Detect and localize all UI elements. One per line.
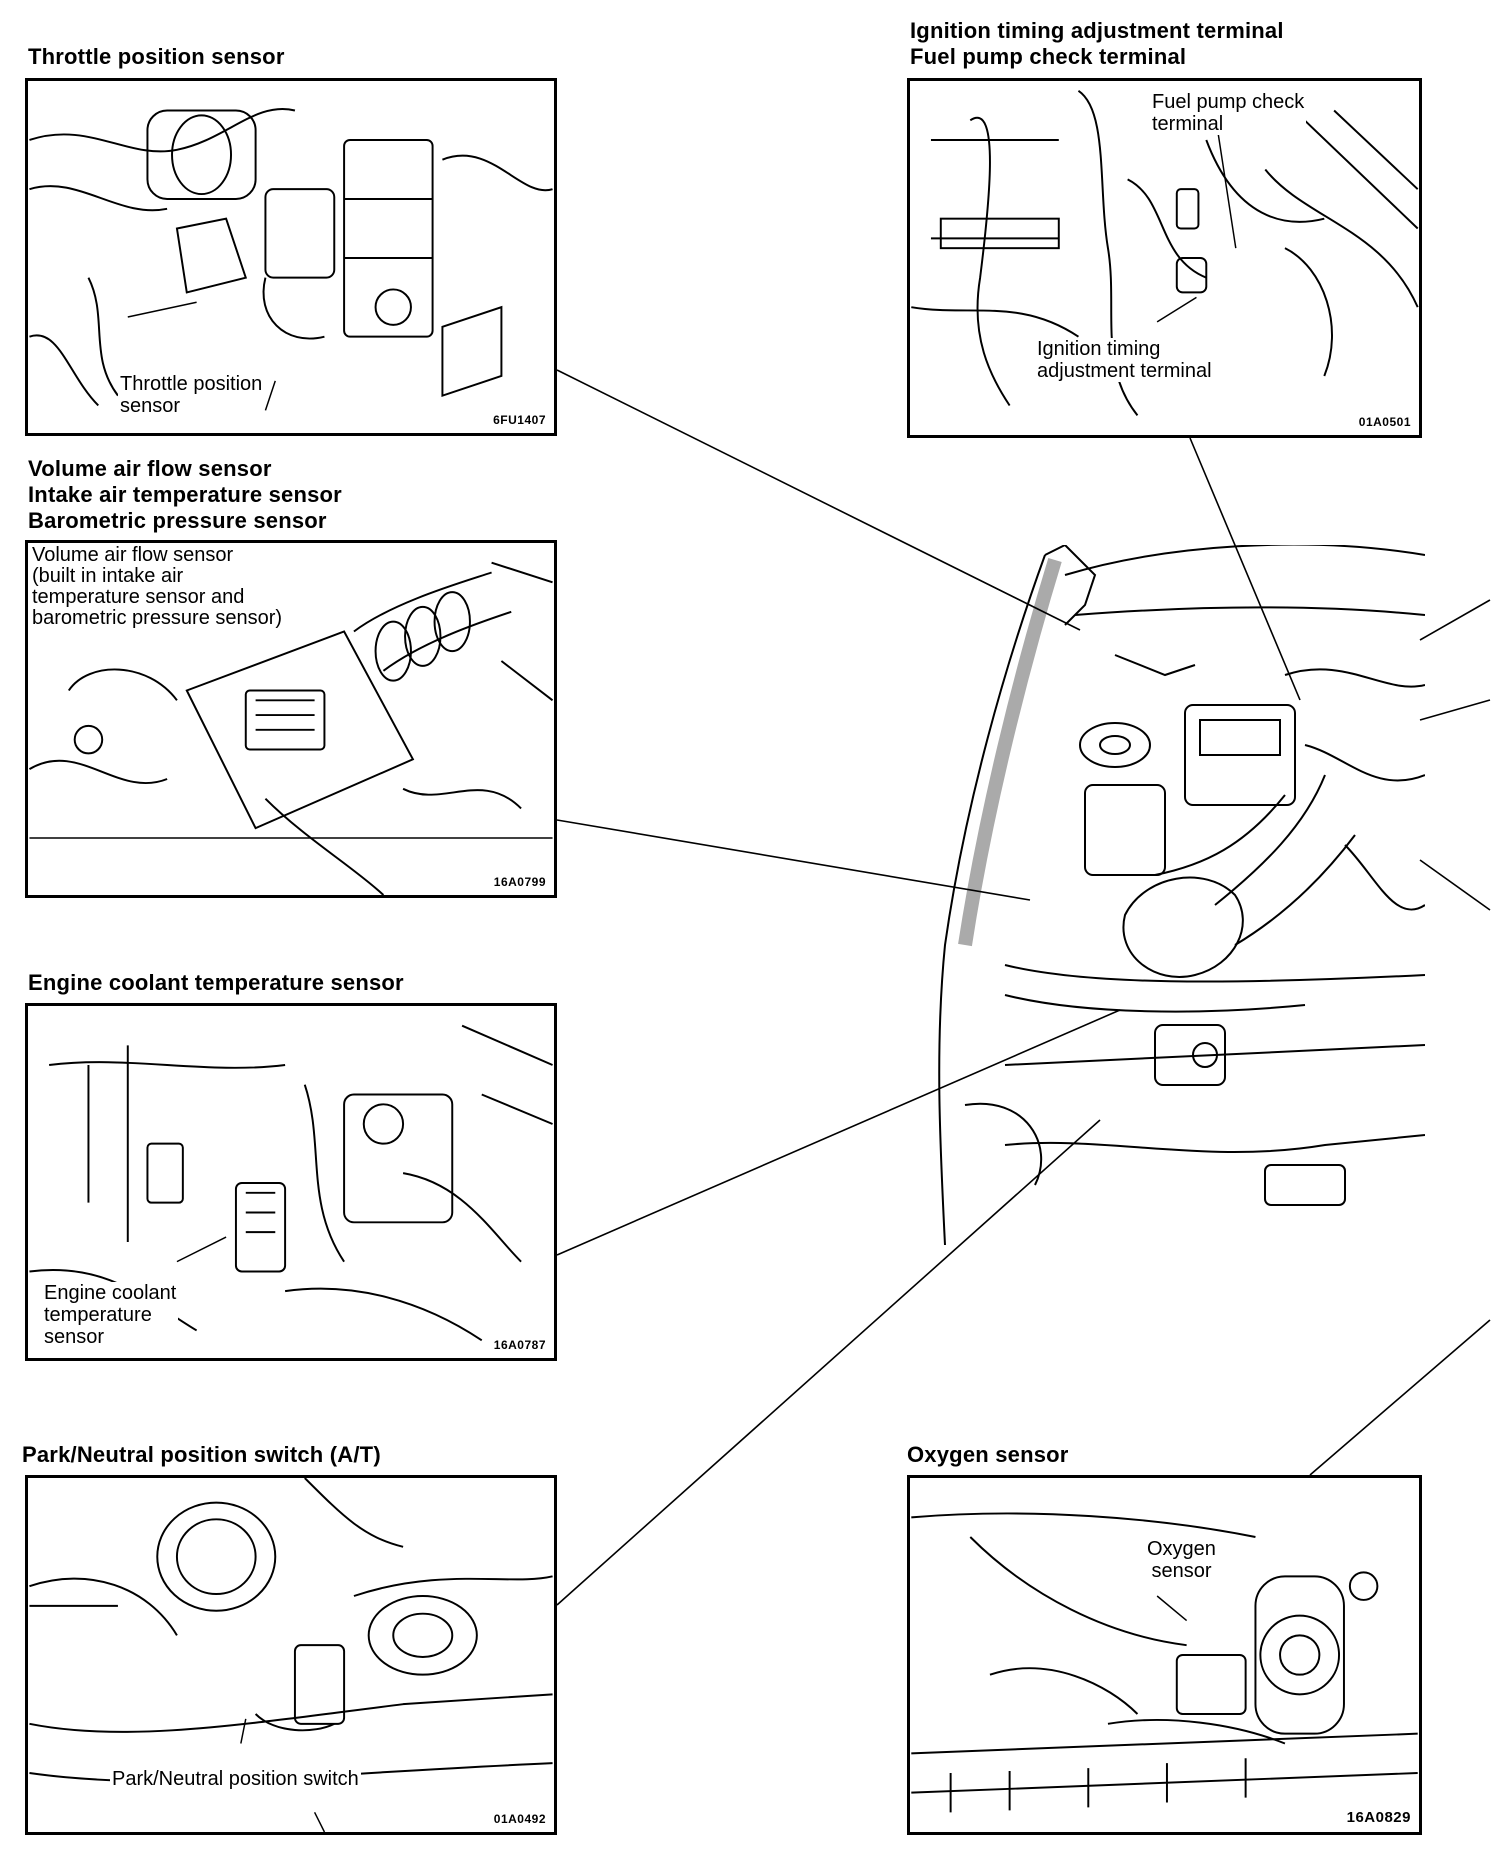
ignition-heading: Ignition timing adjustment terminal Fuel… (910, 18, 1284, 70)
coolant-heading-line: Engine coolant temperature sensor (28, 970, 404, 995)
fuel-pump-callout-line-1: Fuel pump check (1152, 91, 1305, 113)
airflow-callout-line-2: (built in intake air (32, 565, 184, 587)
leader-oxygen (1309, 1319, 1491, 1476)
park-callout-line: Park/Neutral position switch (112, 1768, 359, 1790)
leader-right-3 (1419, 859, 1491, 911)
leader-right-1 (1419, 599, 1491, 641)
coolant-figure-code: 16A0787 (493, 1338, 546, 1352)
ignition-heading-line-2: Fuel pump check terminal (910, 44, 1187, 69)
airflow-panel: Volume air flow sensor (built in intake … (25, 540, 557, 898)
throttle-heading-line: Throttle position sensor (28, 44, 285, 69)
oxygen-callout: Oxygen sensor (1145, 1538, 1218, 1582)
oxygen-figure-code: 16A0829 (1346, 1809, 1411, 1826)
park-figure-code: 01A0492 (493, 1812, 546, 1826)
engine-bay-illustration (938, 545, 1425, 1246)
throttle-callout-line-1: Throttle position (120, 373, 263, 395)
throttle-heading: Throttle position sensor (28, 44, 285, 70)
airflow-callout-line-4: barometric pressure sensor) (32, 607, 283, 629)
coolant-callout: Engine coolant temperature sensor (42, 1282, 179, 1348)
coolant-callout-line-2: temperature (44, 1304, 152, 1326)
coolant-callout-line-3: sensor (44, 1326, 105, 1348)
coolant-illustration (29, 1024, 553, 1342)
oxygen-callout-line-1: Oxygen (1147, 1538, 1216, 1560)
fuel-pump-callout: Fuel pump check terminal (1150, 91, 1307, 135)
throttle-panel: Throttle position sensor 6FU1407 (25, 78, 557, 436)
ignition-timing-callout: Ignition timing adjustment terminal (1035, 338, 1214, 382)
airflow-callout: Volume air flow sensor (built in intake … (30, 544, 285, 629)
ignition-panel: Fuel pump check terminal Ignition timing… (907, 78, 1422, 438)
oxygen-callout-line-2: sensor (1151, 1560, 1212, 1582)
airflow-illustration (28, 561, 554, 895)
park-callout: Park/Neutral position switch (110, 1768, 361, 1790)
fuel-pump-callout-line-2: terminal (1152, 113, 1224, 135)
airflow-callout-line-1: Volume air flow sensor (32, 544, 234, 566)
oxygen-illustration (911, 1512, 1418, 1813)
ignition-heading-line-1: Ignition timing adjustment terminal (910, 18, 1284, 43)
oxygen-panel: Oxygen sensor 16A0829 (907, 1475, 1422, 1835)
ignition-timing-callout-line-2: adjustment terminal (1037, 360, 1212, 382)
oxygen-heading: Oxygen sensor (907, 1442, 1069, 1468)
throttle-callout: Throttle position sensor (118, 373, 265, 417)
airflow-callout-line-3: temperature sensor and (32, 586, 245, 608)
airflow-heading-line-3: Barometric pressure sensor (28, 508, 327, 533)
airflow-heading-line-2: Intake air temperature sensor (28, 482, 342, 507)
throttle-callout-line-2: sensor (120, 395, 181, 417)
park-panel: Park/Neutral position switch 01A0492 (25, 1475, 557, 1835)
coolant-heading: Engine coolant temperature sensor (28, 970, 404, 996)
park-heading: Park/Neutral position switch (A/T) (22, 1442, 381, 1468)
oxygen-heading-line: Oxygen sensor (907, 1442, 1069, 1467)
ignition-figure-code: 01A0501 (1358, 415, 1411, 429)
coolant-callout-line-1: Engine coolant (44, 1282, 177, 1304)
airflow-heading-line-1: Volume air flow sensor (28, 456, 272, 481)
throttle-figure-code: 6FU1407 (493, 413, 546, 427)
coolant-panel: Engine coolant temperature sensor 16A078… (25, 1003, 557, 1361)
ignition-timing-callout-line-1: Ignition timing (1037, 338, 1161, 360)
airflow-heading: Volume air flow sensor Intake air temper… (28, 456, 342, 534)
airflow-figure-code: 16A0799 (493, 875, 546, 889)
throttle-illustration (29, 108, 553, 411)
park-heading-line: Park/Neutral position switch (A/T) (22, 1442, 381, 1467)
leader-right-2 (1419, 699, 1491, 721)
